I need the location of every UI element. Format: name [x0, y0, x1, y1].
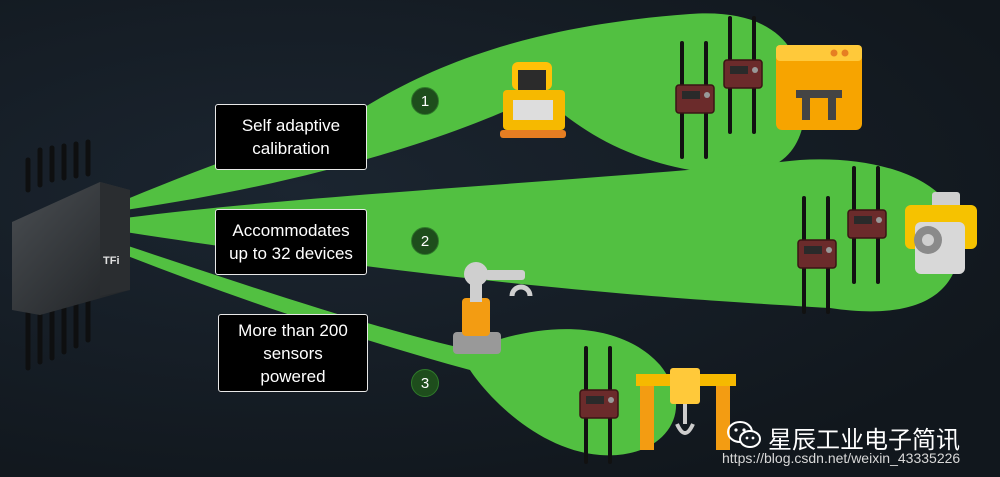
- step-badge-1: 1: [411, 87, 439, 115]
- callout-3-line-2: sensors: [263, 343, 323, 363]
- motor-icon: [905, 192, 977, 274]
- step-badge-2: 2: [411, 227, 439, 255]
- beam-2: [125, 159, 960, 312]
- box-icon: [776, 45, 862, 130]
- watermark-url: https://blog.csdn.net/weixin_43335226: [722, 450, 961, 466]
- callout-1-line-1: Self adaptive: [241, 116, 341, 135]
- robot-arm-icon: [453, 262, 533, 354]
- step-badge-3: 3: [411, 369, 439, 397]
- callout-device-capacity: Accommodates up to 32 devices: [215, 209, 367, 275]
- router-logo: TFi: [103, 255, 120, 267]
- watermark-title: 星辰工业电子简讯: [768, 426, 960, 454]
- wechat-icon: [727, 421, 761, 448]
- callout-self-adaptive-calibration: Self adaptive calibration: [215, 104, 367, 170]
- beam-3: [125, 245, 677, 456]
- callout-3-line-3: powered: [260, 366, 326, 386]
- callout-sensors-powered: More than 200 sensors powered: [218, 314, 368, 392]
- callout-2-line-2: up to 32 devices: [229, 244, 353, 263]
- theodolite-icon: [500, 62, 566, 138]
- callout-1-line-2: calibration: [252, 139, 330, 158]
- watermark: 星辰工业电子简讯 https://blog.csdn.net/weixin_43…: [722, 418, 992, 472]
- router-icon: TFi: [12, 139, 130, 371]
- callout-2-line-1: Accommodates: [232, 221, 350, 240]
- callout-3-line-1: More than 200: [238, 320, 348, 340]
- gantry-crane-icon: [636, 368, 736, 450]
